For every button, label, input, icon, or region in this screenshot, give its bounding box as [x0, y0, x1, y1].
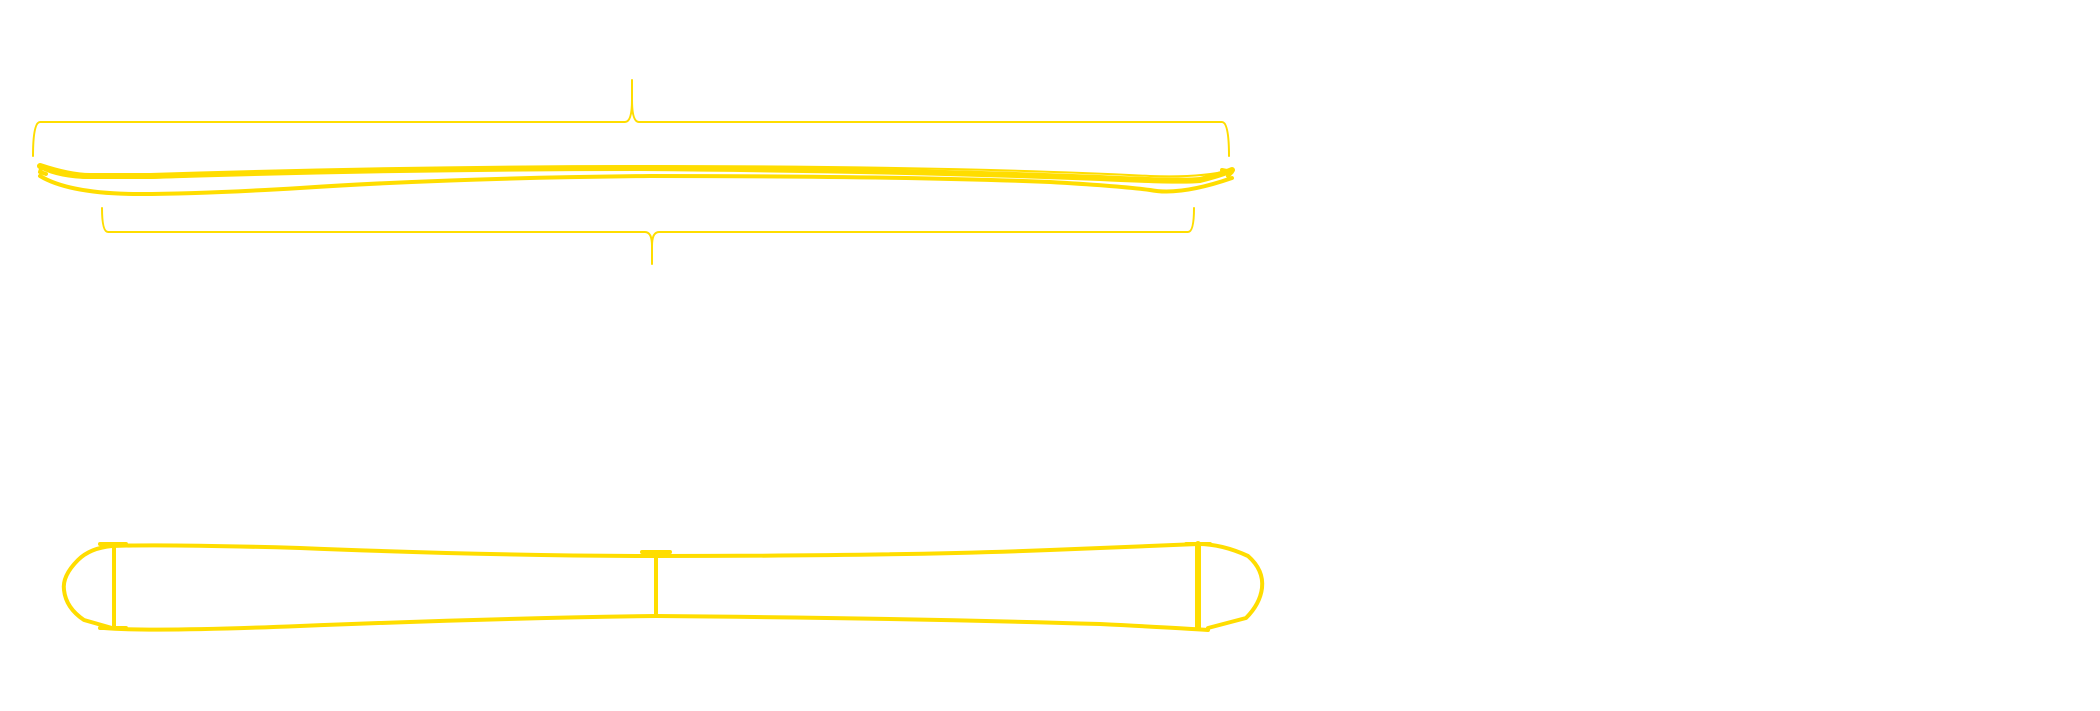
top-outline-tail — [61, 544, 114, 630]
top-outline-view — [61, 541, 1265, 632]
side-profile-nose-tip — [1220, 168, 1234, 178]
effective-edge-bracket — [101, 207, 1195, 265]
side-profile-tail-tip — [38, 164, 48, 176]
side-profile-camber — [38, 174, 1234, 196]
top-outline-nose — [1196, 542, 1265, 630]
overall-length-bracket — [32, 79, 1230, 157]
waist-marker — [640, 550, 672, 618]
nose-contact-marker — [1184, 541, 1212, 631]
tail-contact-marker — [98, 542, 128, 630]
top-outline-lower-edge — [102, 614, 1210, 632]
side-profile-base — [37, 163, 1235, 184]
side-profile-view — [32, 79, 1235, 265]
